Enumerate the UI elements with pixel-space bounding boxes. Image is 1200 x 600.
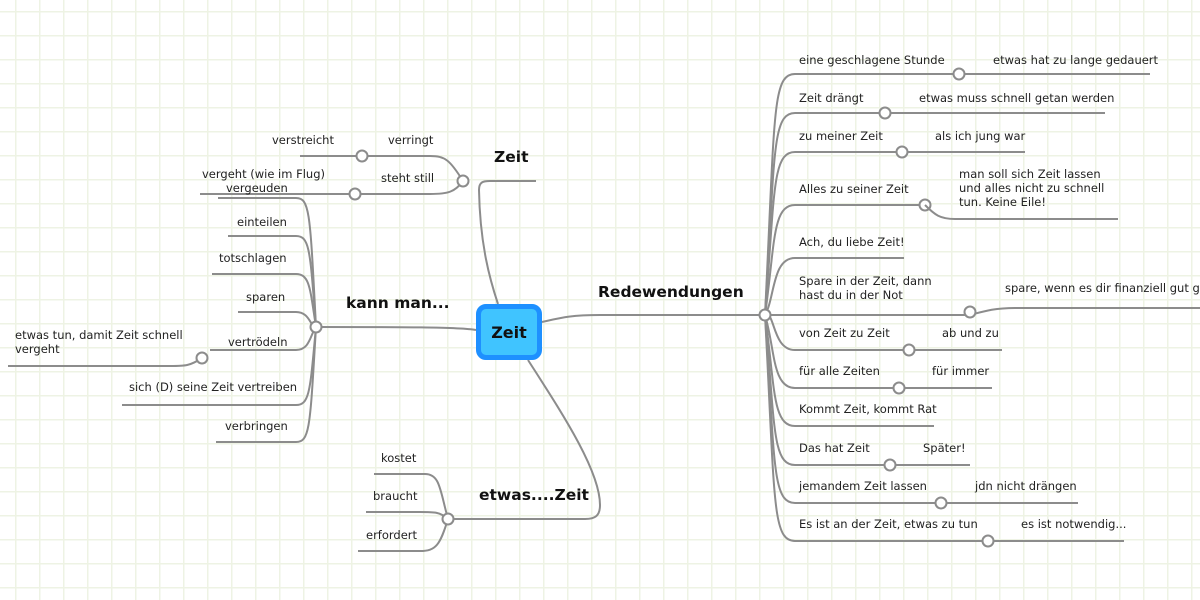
connector-kann-man-item	[218, 197, 317, 328]
collapse-knob-redewendung[interactable]	[934, 496, 948, 510]
note-zu-lange-gedauert[interactable]: etwas hat zu lange gedauert	[993, 53, 1159, 67]
collapse-knob-redewendung[interactable]	[895, 145, 909, 159]
collapse-knob-redewendungen[interactable]	[758, 308, 772, 322]
topic-kommt-zeit[interactable]: Kommt Zeit, kommt Rat	[799, 402, 937, 416]
collapse-knob-zeit[interactable]	[456, 174, 470, 188]
topic-verbringen[interactable]: verbringen	[225, 419, 288, 433]
note-spaeter[interactable]: Später!	[923, 441, 966, 455]
connector-redewendung	[764, 204, 925, 316]
connector-root-redewendungen	[541, 314, 765, 323]
collapse-knob-redewendung[interactable]	[963, 305, 977, 319]
connector-kostet	[374, 473, 449, 520]
collapse-knob-redewendung[interactable]	[892, 381, 906, 395]
topic-erfordert[interactable]: erfordert	[366, 528, 418, 542]
connector-redewendung	[764, 314, 992, 389]
connector-kann-man-item	[216, 326, 317, 443]
collapse-knob-vertroedeln[interactable]	[195, 351, 209, 365]
collapse-knob-redewendung[interactable]	[878, 106, 892, 120]
collapse-knob-redewendung[interactable]	[902, 343, 916, 357]
collapse-knob-redewendung[interactable]	[981, 534, 995, 548]
topic-das-hat-zeit[interactable]: Das hat Zeit	[799, 441, 870, 455]
connector-vertroedeln-note	[8, 357, 203, 367]
topic-jemandem-zeit-lassen[interactable]: jemandem Zeit lassen	[799, 479, 927, 493]
connector-redewendung	[764, 151, 1025, 316]
note-schnell-getan[interactable]: etwas muss schnell getan werden	[919, 91, 1115, 105]
note-vergeht-wie-im-flug[interactable]: vergeht (wie im Flug)	[202, 167, 325, 181]
connector-root-kann-man	[315, 326, 477, 331]
note-verstreicht[interactable]: verstreicht	[272, 133, 334, 147]
note-notwendig[interactable]: es ist notwendig...	[1021, 517, 1127, 531]
connector-root-etwas-zeit	[448, 359, 602, 520]
root-topic[interactable]: Zeit	[476, 304, 542, 360]
note-finanziell-gut[interactable]: spare, wenn es dir finanziell gut geht	[1005, 281, 1200, 295]
collapse-knob-verringt[interactable]	[355, 149, 369, 163]
connector-redewendung	[764, 257, 904, 316]
connector-redewendung	[764, 314, 1124, 542]
topic-fuer-alle-zeiten[interactable]: für alle Zeiten	[799, 364, 880, 378]
branch-kann-man[interactable]: kann man...	[346, 294, 450, 312]
topic-vertroedeln[interactable]: vertrödeln	[228, 335, 288, 349]
topic-geschlagene-stunde[interactable]: eine geschlagene Stunde	[799, 53, 945, 67]
note-etwas-tun[interactable]: etwas tun, damit Zeit schnell vergeht	[15, 328, 183, 356]
collapse-knob-kann-man[interactable]	[309, 320, 323, 334]
connector-kann-man-item	[212, 273, 317, 328]
topic-verringt[interactable]: verringt	[388, 133, 434, 147]
collapse-knob-redewendung[interactable]	[952, 67, 966, 81]
connector-verringt	[300, 155, 464, 182]
topic-ach-du-liebe-zeit[interactable]: Ach, du liebe Zeit!	[799, 235, 905, 249]
topic-einteilen[interactable]: einteilen	[237, 215, 287, 229]
topic-steht-still[interactable]: steht still	[381, 171, 435, 185]
note-nicht-draengen[interactable]: jdn nicht drängen	[975, 479, 1077, 493]
topic-es-ist-an-der-zeit[interactable]: Es ist an der Zeit, etwas zu tun	[799, 517, 978, 531]
branch-zeit[interactable]: Zeit	[494, 148, 529, 166]
collapse-knob-etwas-zeit[interactable]	[441, 512, 455, 526]
connector-kann-man-item	[228, 235, 317, 328]
topic-totschlagen[interactable]: totschlagen	[219, 251, 287, 265]
branch-redewendungen[interactable]: Redewendungen	[598, 283, 744, 301]
connector-redewendung	[765, 307, 1200, 316]
branch-etwas-zeit[interactable]: etwas....Zeit	[479, 486, 589, 504]
connector-kann-man-item	[238, 311, 317, 328]
connector-erfordert	[358, 518, 449, 552]
note-ab-und-zu[interactable]: ab und zu	[942, 326, 999, 340]
topic-kostet[interactable]: kostet	[381, 451, 417, 465]
topic-braucht[interactable]: braucht	[373, 489, 418, 503]
note-keine-eile[interactable]: man soll sich Zeit lassen und alles nich…	[959, 167, 1105, 209]
note-fuer-immer[interactable]: für immer	[932, 364, 990, 378]
root-topic-label: Zeit	[491, 322, 527, 342]
connector-braucht	[366, 511, 449, 520]
connector-redewendung	[764, 314, 934, 427]
topic-zu-meiner-zeit[interactable]: zu meiner Zeit	[799, 129, 883, 143]
connector-keine-eile	[924, 204, 1118, 220]
topic-spare-in-der-zeit[interactable]: Spare in der Zeit, dann hast du in der N…	[799, 274, 932, 302]
topic-sparen[interactable]: sparen	[246, 290, 286, 304]
note-jung-war[interactable]: als ich jung war	[935, 129, 1026, 143]
topic-zeit-draengt[interactable]: Zeit drängt	[799, 91, 864, 105]
topic-vergeuden[interactable]: vergeuden	[226, 181, 288, 195]
topic-alles-zu-seiner-zeit[interactable]: Alles zu seiner Zeit	[799, 182, 909, 196]
collapse-knob-redewendung[interactable]	[883, 458, 897, 472]
topic-zeit-vertreiben[interactable]: sich (D) seine Zeit vertreiben	[129, 380, 298, 394]
collapse-knob-steht-still[interactable]	[348, 187, 362, 201]
connector-root-zeit	[477, 180, 536, 305]
topic-von-zeit-zu-zeit[interactable]: von Zeit zu Zeit	[799, 326, 890, 340]
